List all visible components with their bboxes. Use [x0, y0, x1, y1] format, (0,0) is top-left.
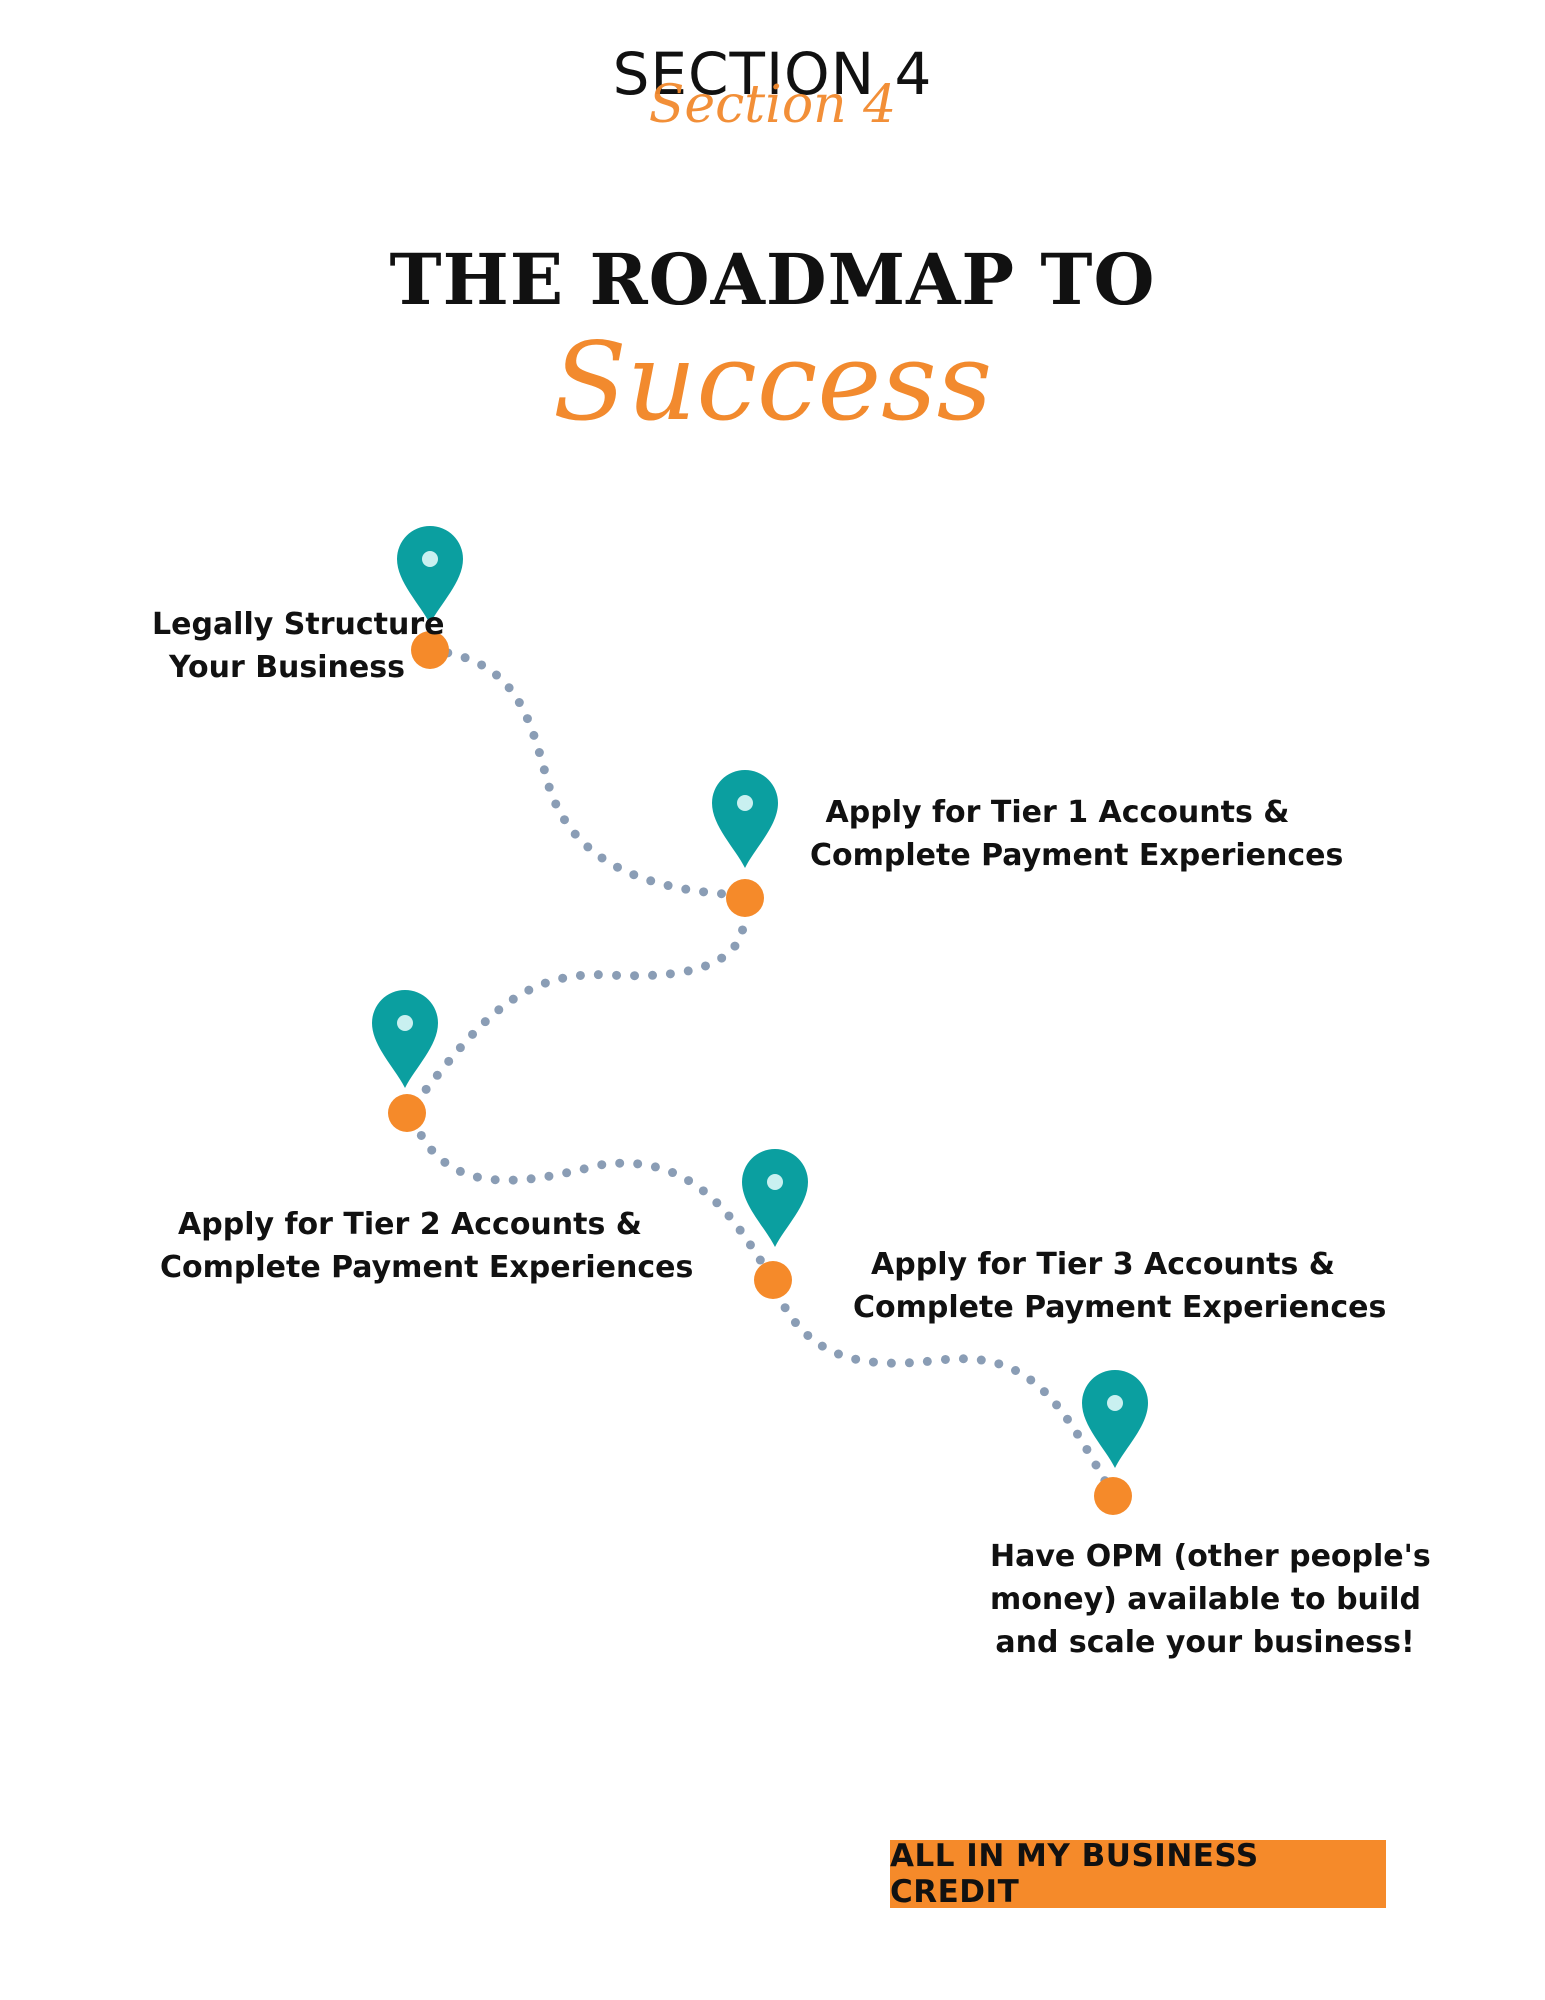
step-5-label: Have OPM (other people's money) availabl… [990, 1535, 1431, 1664]
waypoint-dot [388, 1094, 426, 1132]
step-5-line-3: and scale your business! [995, 1625, 1415, 1660]
dotted-path [404, 645, 1115, 1495]
waypoint-dot [1094, 1477, 1132, 1515]
page-title: THE ROADMAP TO [389, 238, 1156, 321]
step-5-line-2: money) available to build [990, 1582, 1421, 1617]
waypoint-5 [1082, 1370, 1148, 1515]
step-1-line-1: Legally Structure [152, 607, 445, 642]
step-1-label: Legally Structure Your Business [152, 603, 445, 689]
waypoint-2 [712, 770, 778, 917]
waypoint-dot [411, 631, 449, 669]
step-5-line-1: Have OPM (other people's [990, 1539, 1431, 1574]
step-2-label: Apply for Tier 1 Accounts & Complete Pay… [810, 791, 1344, 877]
waypoint-dot [726, 879, 764, 917]
footer-brand-badge: ALL IN MY BUSINESS CREDIT [890, 1838, 1386, 1910]
step-1-line-2: Your Business [169, 650, 405, 685]
step-3-label: Apply for Tier 2 Accounts & Complete Pay… [160, 1203, 694, 1289]
step-3-line-1: Apply for Tier 2 Accounts & [178, 1207, 642, 1242]
section-script-label: Section 4 [648, 75, 897, 135]
page-title-script: Success [552, 320, 993, 445]
map-pin-icon [372, 990, 438, 1088]
map-pin-icon [1082, 1370, 1148, 1468]
waypoint-3 [372, 990, 438, 1132]
step-2-line-1: Apply for Tier 1 Accounts & [825, 795, 1290, 830]
map-pin-icon [397, 526, 463, 624]
footer-brand-label: ALL IN MY BUSINESS CREDIT [890, 1838, 1259, 1910]
waypoint-4 [742, 1149, 808, 1299]
step-3-line-2: Complete Payment Experiences [160, 1250, 694, 1285]
map-pin-icon [712, 770, 778, 868]
step-4-line-1: Apply for Tier 3 Accounts & [871, 1247, 1335, 1282]
section-label: SECTION 4 [612, 40, 933, 108]
waypoint-1 [397, 526, 463, 669]
map-pin-icon [742, 1149, 808, 1247]
step-2-line-2: Complete Payment Experiences [810, 838, 1344, 873]
waypoint-dot [754, 1261, 792, 1299]
step-4-label: Apply for Tier 3 Accounts & Complete Pay… [853, 1243, 1387, 1329]
step-4-line-2: Complete Payment Experiences [853, 1290, 1387, 1325]
